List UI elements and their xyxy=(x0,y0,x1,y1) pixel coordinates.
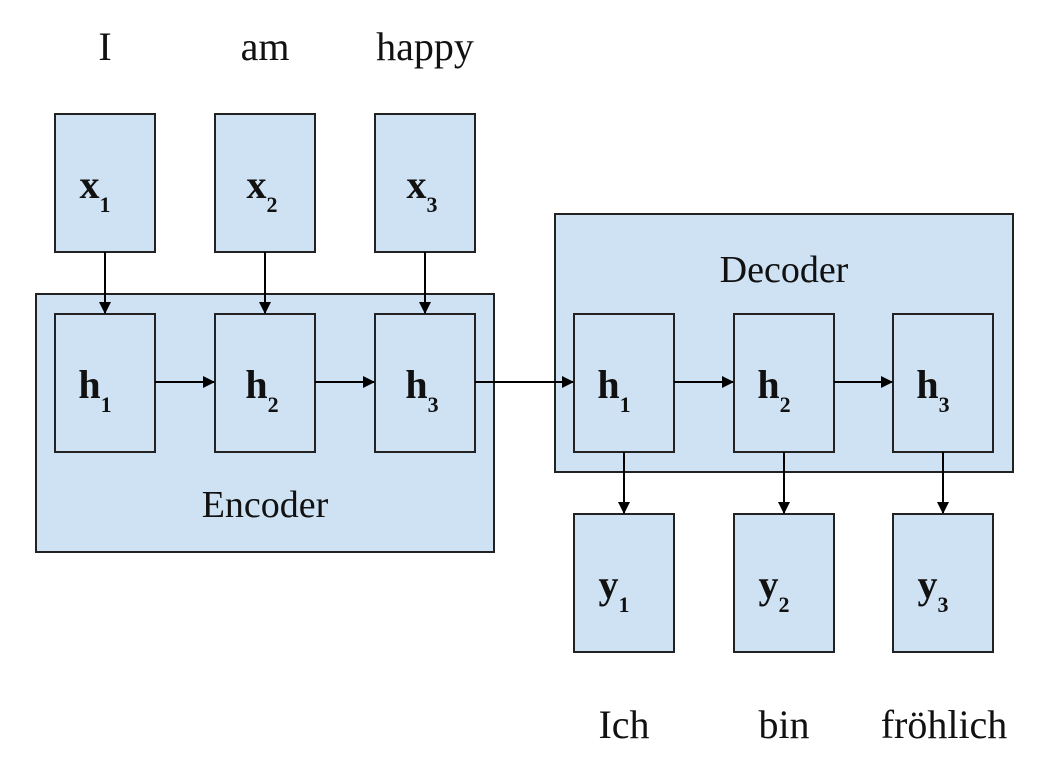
input-node-x3: x3 xyxy=(374,113,476,253)
svg-text:y2: y2 xyxy=(759,562,790,617)
decoder-state-h1: h1 xyxy=(573,313,675,453)
input-word-2: am xyxy=(241,24,290,69)
decoder-state-h2-symbol: h xyxy=(757,362,779,407)
output-word-1: Ich xyxy=(598,702,649,747)
svg-text:h3: h3 xyxy=(405,362,438,417)
input-node-x2-symbol: x xyxy=(247,162,267,207)
input-node-x1-symbol: x xyxy=(80,162,100,207)
encoder-label: Encoder xyxy=(202,484,329,526)
svg-text:h1: h1 xyxy=(597,362,630,417)
svg-text:x2: x2 xyxy=(247,162,278,217)
decoder-state-h2-subscript: 2 xyxy=(780,392,791,417)
output-word-3: fröhlich xyxy=(881,702,1008,747)
decoder-state-h3: h3 xyxy=(892,313,994,453)
encoder-state-h2-symbol: h xyxy=(245,362,267,407)
output-node-y2-symbol: y xyxy=(759,562,779,607)
decoder-label: Decoder xyxy=(720,249,849,291)
output-node-y1-symbol: y xyxy=(599,562,619,607)
decoder-state-h3-subscript: 3 xyxy=(939,392,950,417)
input-node-x1: x1 xyxy=(54,113,156,253)
output-node-y2: y2 xyxy=(733,513,835,653)
input-word-3: happy xyxy=(376,24,474,69)
output-node-y2-subscript: 2 xyxy=(779,592,790,617)
output-word-2: bin xyxy=(758,702,809,747)
svg-text:y1: y1 xyxy=(599,562,630,617)
input-node-x2-subscript: 2 xyxy=(267,192,278,217)
output-node-y3-symbol: y xyxy=(918,562,938,607)
encoder-state-h1: h1 xyxy=(54,313,156,453)
output-node-y3-subscript: 3 xyxy=(938,592,949,617)
encoder-state-h1-subscript: 1 xyxy=(101,392,112,417)
encoder-state-h3-symbol: h xyxy=(405,362,427,407)
decoder-state-h2: h2 xyxy=(733,313,835,453)
svg-text:h2: h2 xyxy=(757,362,790,417)
svg-text:x1: x1 xyxy=(80,162,111,217)
svg-text:x3: x3 xyxy=(407,162,438,217)
svg-text:h2: h2 xyxy=(245,362,278,417)
encoder-state-h1-symbol: h xyxy=(78,362,100,407)
svg-text:h3: h3 xyxy=(916,362,949,417)
output-node-y1: y1 xyxy=(573,513,675,653)
input-node-x3-subscript: 3 xyxy=(427,192,438,217)
svg-text:h1: h1 xyxy=(78,362,111,417)
encoder-state-h2-subscript: 2 xyxy=(268,392,279,417)
encoder-state-h2: h2 xyxy=(214,313,316,453)
input-node-x3-symbol: x xyxy=(407,162,427,207)
decoder-state-h1-subscript: 1 xyxy=(620,392,631,417)
input-node-x2: x2 xyxy=(214,113,316,253)
encoder-state-h3: h3 xyxy=(374,313,476,453)
decoder-state-h3-symbol: h xyxy=(916,362,938,407)
svg-text:y3: y3 xyxy=(918,562,949,617)
decoder-state-h1-symbol: h xyxy=(597,362,619,407)
input-node-x1-subscript: 1 xyxy=(100,192,111,217)
input-word-1: I xyxy=(98,24,111,69)
output-node-y3: y3 xyxy=(892,513,994,653)
encoder-state-h3-subscript: 3 xyxy=(428,392,439,417)
output-node-y1-subscript: 1 xyxy=(619,592,630,617)
